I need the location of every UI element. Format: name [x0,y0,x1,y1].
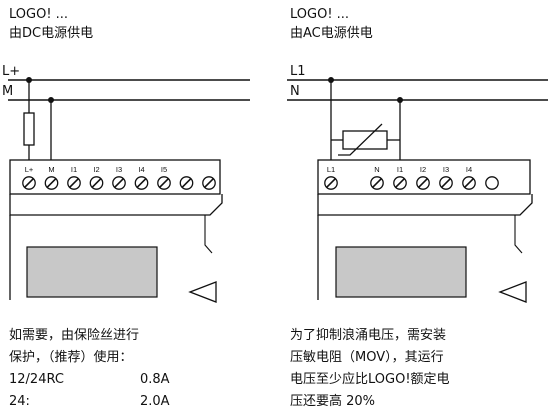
ac-terminal-label-3: I1 [397,165,403,174]
fuse-row-1-label: 12/24RC [9,372,64,387]
ac-terminal-slot-4 [418,178,428,188]
ac-subtitle: 由AC电源供电 [290,26,373,41]
ac-terminal-slot-2 [372,178,382,188]
dc-terminal-label-0: L+ [25,165,34,174]
dc-terminal-slot-7 [181,178,192,188]
ac-module-housing [317,194,533,216]
ac-terminal-label-0: L1 [327,165,335,174]
dc-subtitle: 由DC电源供电 [9,26,94,41]
ac-note-line-2: 压敏电阻（MOV），其运行 [290,350,444,365]
dc-title: LOGO! ... [9,7,69,22]
dc-module-housing [9,194,223,216]
dc-terminal-slot-8 [204,178,214,188]
dc-note-line-1: 如需要，由保险丝进行 [9,328,140,343]
dc-terminal-label-4: I3 [116,165,122,174]
ac-terminal-slot-3 [395,178,405,188]
dc-terminal-slot-2 [69,178,79,188]
ac-terminal-label-4: I2 [420,165,426,174]
ac-terminal-label-2: N [374,165,379,174]
mov-slash [338,123,383,156]
ac-note-line-3: 电压至少应比LOGO!额定电 [290,372,450,387]
ac-note-line-1: 为了抑制浪涌电压，需安装 [290,328,447,343]
dc-minus-label: M [2,84,14,99]
fuse-row-2-label: 24: [9,394,30,409]
ac-l1-label: L1 [290,64,306,79]
dc-terminal-slot-5 [136,178,147,188]
ac-terminal-screw-7 [485,176,499,190]
fuse-row-1-value: 0.8A [140,372,170,387]
dc-terminal-label-3: I2 [93,165,99,174]
dc-module-arrow [188,281,217,303]
dc-terminal-slot-4 [114,178,124,188]
dc-display [26,246,158,298]
dc-terminal-label-2: I1 [71,165,77,174]
fuse-symbol [23,112,35,146]
ac-note-line-4: 压还要高 20% [290,394,376,409]
dc-terminal-label-5: I4 [138,165,144,174]
dc-terminal-slot-1 [46,178,57,188]
dc-terminal-slot-0 [24,178,34,188]
ac-display [335,246,467,298]
ac-terminal-label-6: I4 [466,165,472,174]
dc-terminal-label-6: I5 [161,165,167,174]
ac-terminal-slot-5 [441,178,451,188]
dc-note-line-2: 保护，（推荐）使用： [9,350,133,365]
ac-terminal-label-5: I3 [443,165,449,174]
fuse-row-2-value: 2.0A [140,394,170,409]
ac-n-label: N [290,84,300,99]
dc-terminal-label-1: M [48,165,54,174]
dc-terminal-slot-6 [159,178,169,188]
dc-plus-label: L+ [2,64,21,79]
ac-module-arrow [498,281,527,303]
ac-title: LOGO! ... [290,7,350,22]
ac-terminal-slot-6 [464,178,474,188]
dc-terminal-slot-3 [91,178,102,188]
ac-terminal-slot-0 [326,178,336,188]
